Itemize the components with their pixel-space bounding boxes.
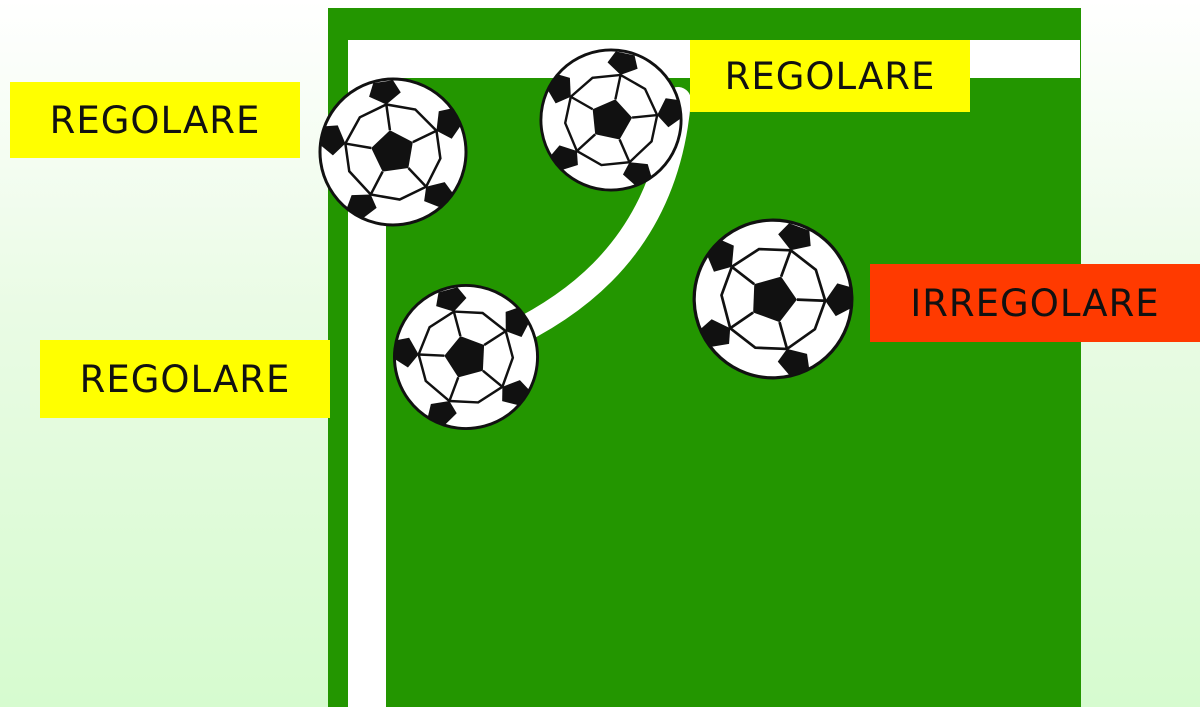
label-regolare-left-top: REGOLARE	[10, 82, 300, 158]
label-regolare-left-bottom: REGOLARE	[40, 340, 330, 418]
label-irregolare: IRREGOLARE	[870, 264, 1200, 342]
label-regolare-top-right: REGOLARE	[690, 40, 970, 112]
